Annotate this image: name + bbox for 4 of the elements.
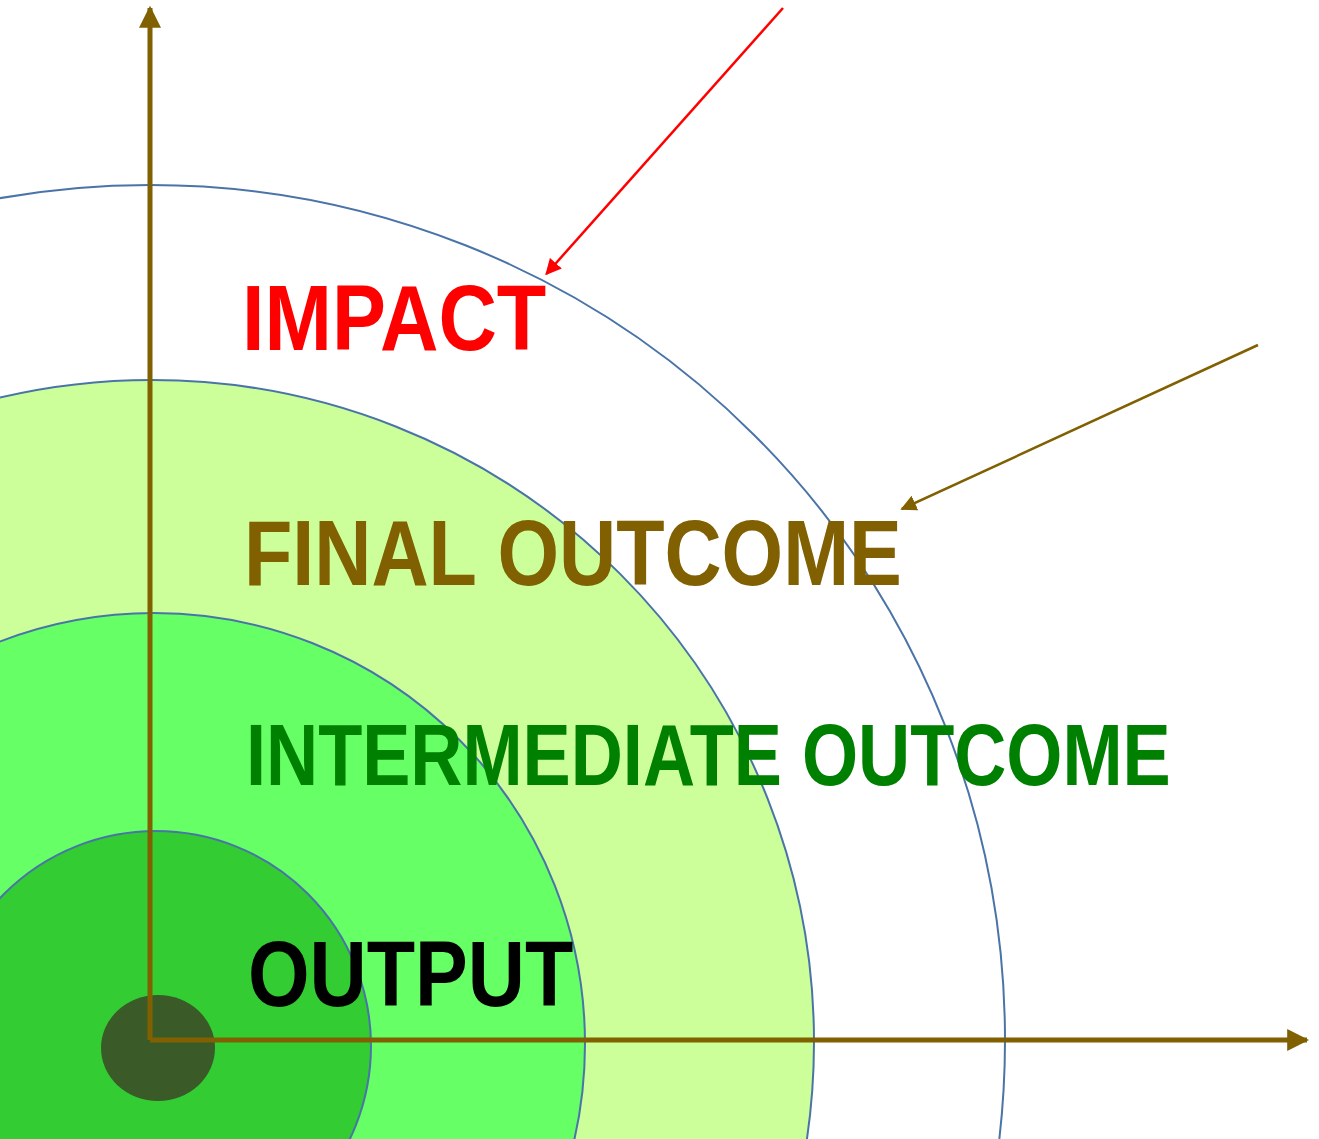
arrow: [900, 343, 1259, 511]
arrow: [545, 7, 784, 276]
ring-label: OUTPUT: [248, 928, 574, 1020]
ring-label: IMPACT: [242, 272, 547, 364]
